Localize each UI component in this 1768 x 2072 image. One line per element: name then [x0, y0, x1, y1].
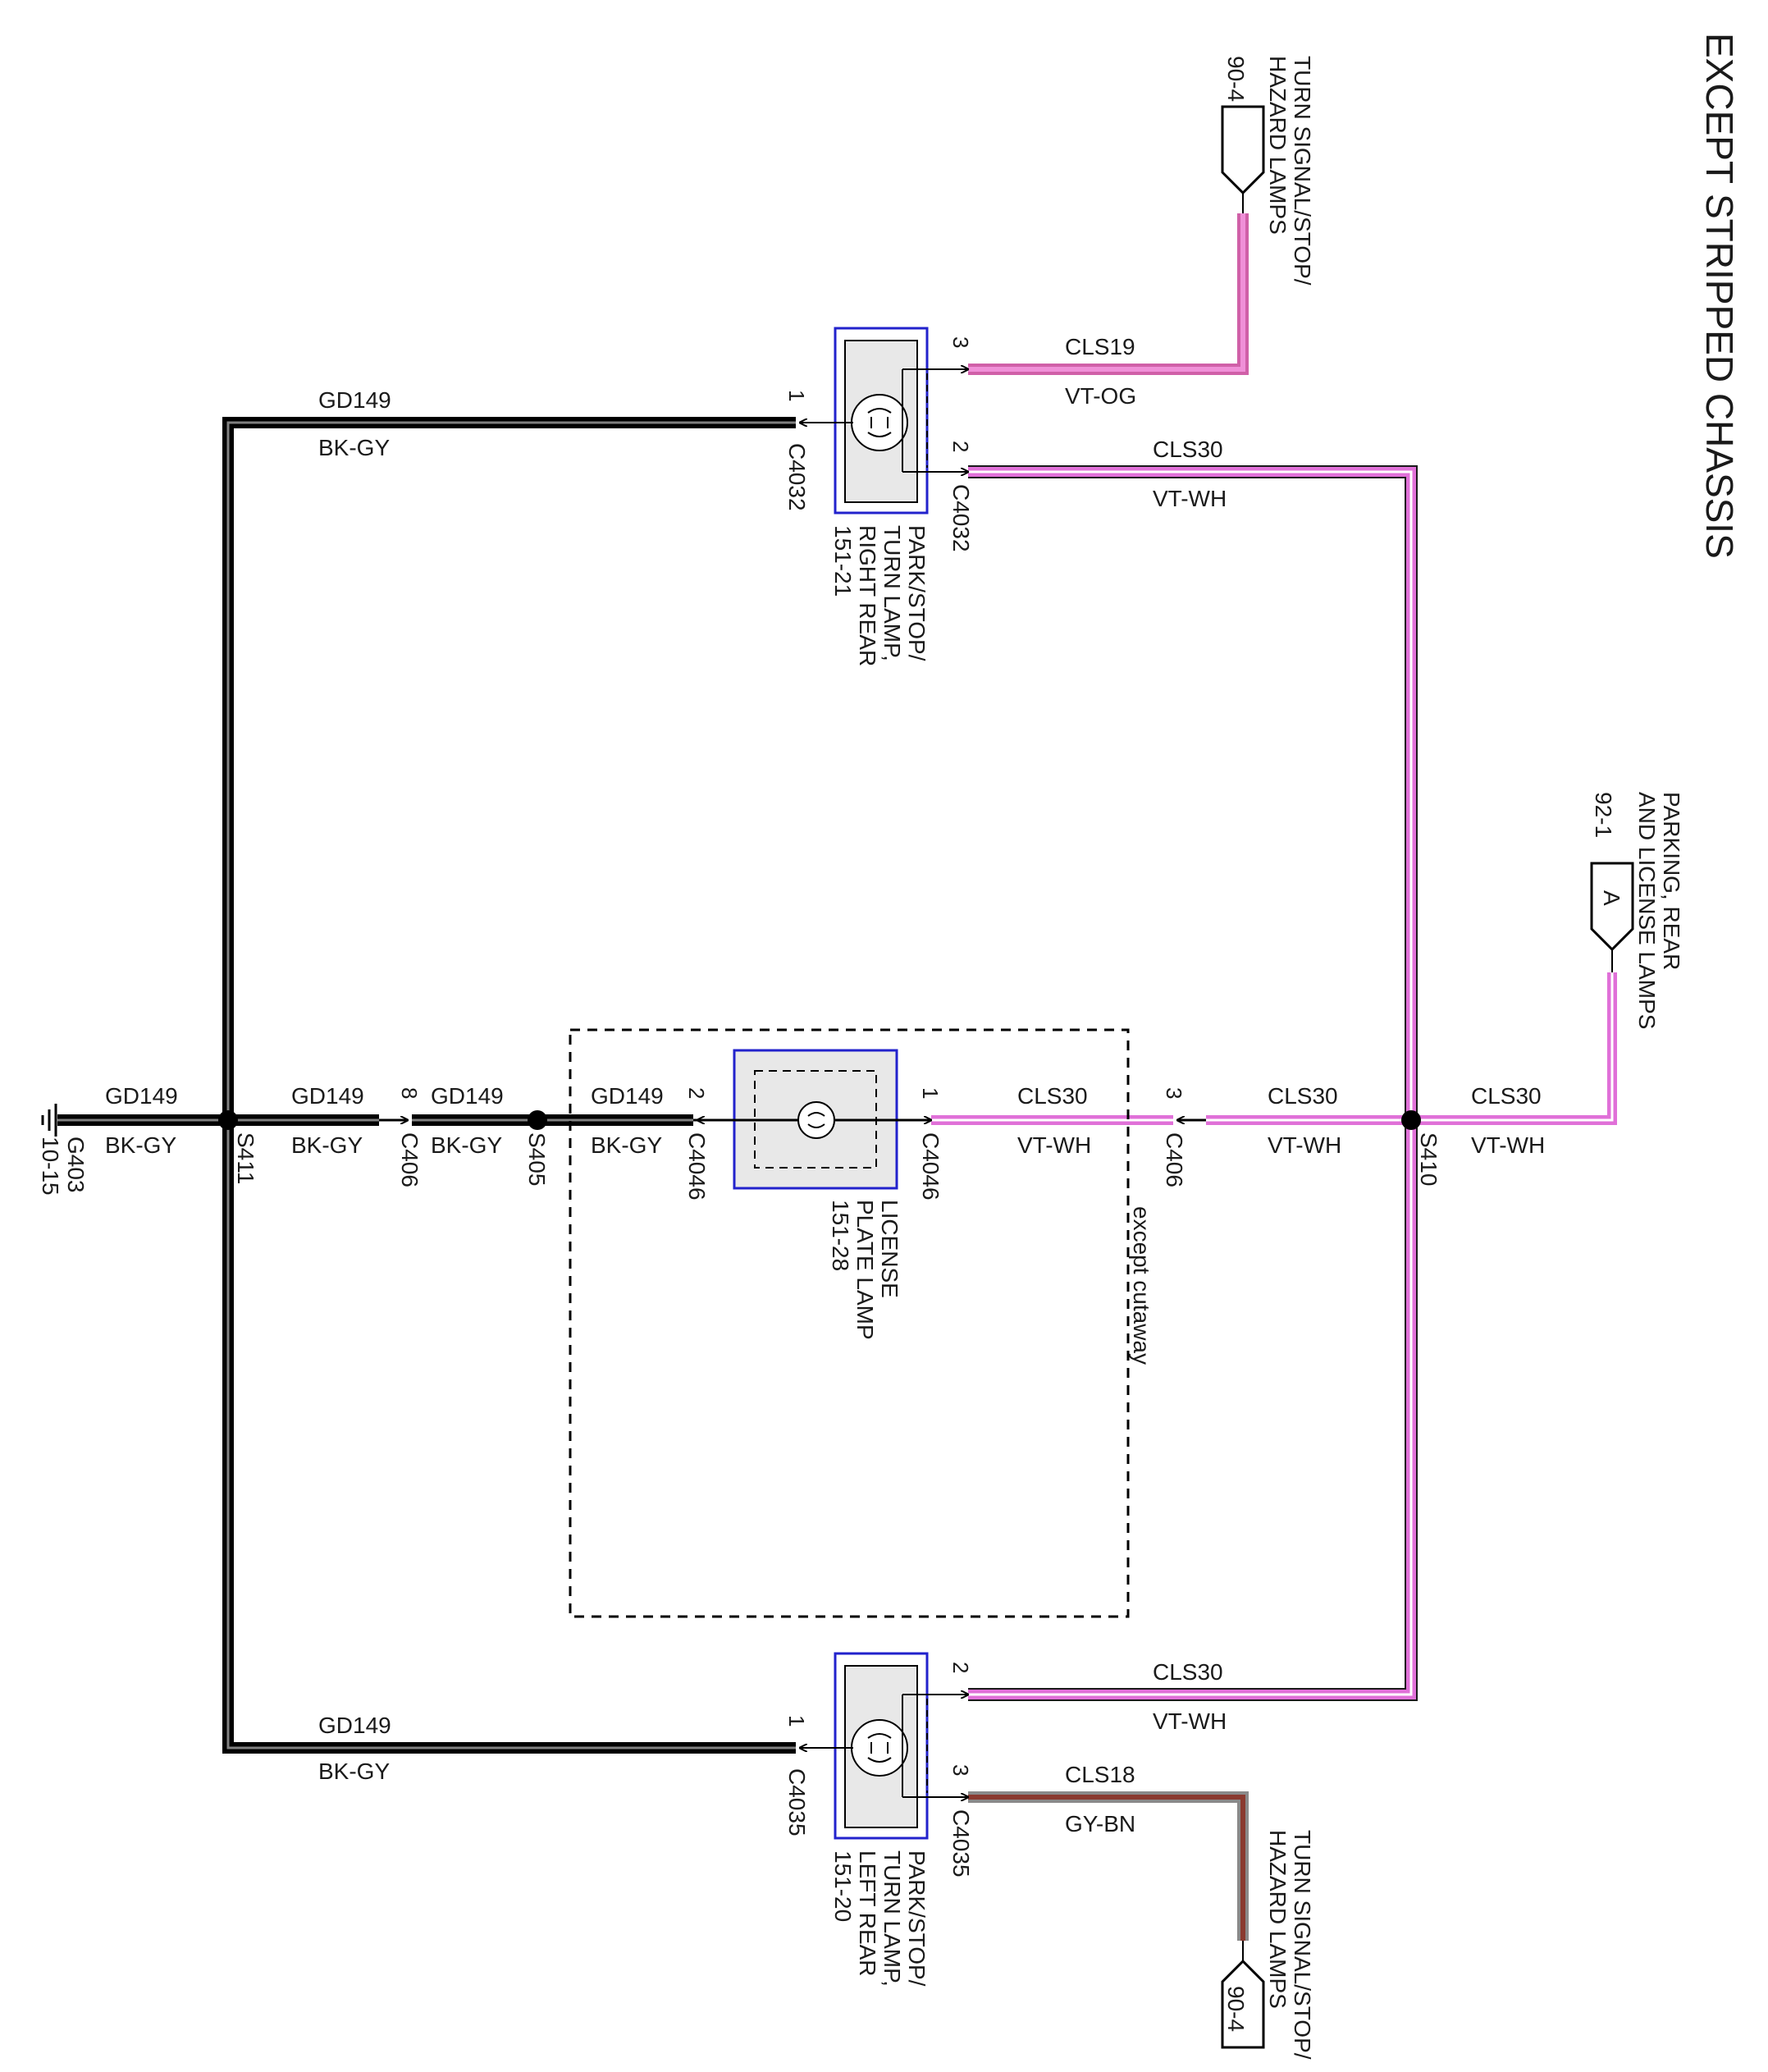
pin-rr-2: 2: [948, 441, 973, 452]
ground-symbol: [41, 1104, 57, 1137]
label-cls30-lr-color: VT-WH: [1153, 1708, 1227, 1734]
splice-s405: [528, 1110, 547, 1130]
label-cls30-c406-color: VT-WH: [1268, 1132, 1341, 1158]
label-c406-ground: C406: [397, 1132, 423, 1187]
ref-parking: [1590, 862, 1634, 972]
component-left-rear-lamp: [834, 1652, 952, 1840]
name-right-rear: PARK/STOP/TURN LAMP,RIGHT REAR: [855, 525, 930, 666]
label-gd149-c406-circuit: GD149: [431, 1083, 504, 1109]
label-gd149-lic-circuit: GD149: [591, 1083, 664, 1109]
label-gd149-lr-circuit: GD149: [318, 1713, 391, 1738]
label-gd149-s411-color: BK-GY: [291, 1132, 363, 1158]
wire-cls30-trunk: [968, 465, 1418, 1701]
name-ref-turn-bottom: TURN SIGNAL/STOP/HAZARD LAMPS: [1265, 1830, 1315, 2060]
page-ref-turn-bottom: 90-4: [1223, 1986, 1249, 2032]
page-ref-turn-top: 90-4: [1223, 56, 1249, 102]
component-right-rear-lamp: [834, 327, 952, 515]
wire-cls18: [968, 1791, 1249, 1941]
label-s405: S405: [524, 1132, 550, 1186]
diagram-title: EXCEPT STRIPPED CHASSIS: [1698, 33, 1741, 559]
name-license: LICENSEPLATE LAMP: [852, 1200, 902, 1340]
wire-gd149: [57, 417, 796, 1754]
label-cls30-lr-circuit: CLS30: [1153, 1659, 1223, 1685]
pin-lr-3: 3: [948, 1764, 973, 1776]
label-cls30-lic-circuit: CLS30: [1017, 1083, 1088, 1109]
name-left-rear: PARK/STOP/TURN LAMP,LEFT REAR: [855, 1850, 930, 1987]
page-license: 151-28: [828, 1200, 853, 1271]
label-s411: S411: [233, 1132, 258, 1184]
label-except-cutaway: except cutaway: [1129, 1206, 1154, 1365]
page-ref-parking: 92-1: [1591, 792, 1616, 838]
label-gd149-lr-color: BK-GY: [318, 1759, 390, 1784]
ref-turn-top: [1221, 105, 1265, 213]
name-ref-turn-top: TURN SIGNAL/STOP/HAZARD LAMPS: [1265, 56, 1315, 286]
label-cls30-park-circuit: CLS30: [1471, 1083, 1542, 1109]
page-right-rear: 151-21: [830, 525, 856, 597]
label-cls30-rr-color: VT-WH: [1153, 486, 1227, 511]
label-cls30-rr-circuit: CLS30: [1153, 437, 1223, 462]
label-c4046-ground: C4046: [684, 1132, 710, 1201]
svg-text:EXCEPT STRIPPED CHASSIS: EXCEPT STRIPPED CHASSIS: [1698, 33, 1741, 559]
label-cls30-park-color: VT-WH: [1471, 1132, 1545, 1158]
wire-cls19: [968, 213, 1249, 375]
pin-lic-2: 2: [684, 1087, 709, 1099]
label-c406-power: C406: [1162, 1132, 1187, 1187]
pin-rr-3: 3: [948, 336, 973, 348]
wire-cls30-parking: [1411, 972, 1617, 1125]
except-cutaway-box: [569, 1028, 1130, 1618]
label-gd149-g-circuit: GD149: [105, 1083, 178, 1109]
name-ref-parking: PARKING, REARAND LICENSE LAMPS: [1634, 792, 1684, 1029]
label-gd149-rr-circuit: GD149: [318, 387, 391, 413]
label-gd149-rr-color: BK-GY: [318, 435, 390, 460]
label-cls18-circuit: CLS18: [1065, 1762, 1135, 1787]
label-gd149-c406-color: BK-GY: [431, 1132, 502, 1158]
label-g403-page: 10-15: [38, 1137, 63, 1196]
pin-lr-1: 1: [784, 1715, 809, 1727]
label-gd149-g-color: BK-GY: [105, 1132, 176, 1158]
label-gd149-lic-color: BK-GY: [591, 1132, 662, 1158]
pin-rr-1: 1: [784, 390, 809, 401]
label-c4032-pin2: C4032: [948, 484, 974, 552]
label-s410: S410: [1416, 1132, 1441, 1186]
label-g403: G403: [63, 1137, 89, 1193]
label-cls30-lic-color: VT-WH: [1017, 1132, 1091, 1158]
splice-s411: [218, 1110, 238, 1130]
component-license-lamp: [693, 1049, 931, 1190]
label-cls30-c406-circuit: CLS30: [1268, 1083, 1338, 1109]
label-gd149-s411-circuit: GD149: [291, 1083, 364, 1109]
label-c4035-pin3: C4035: [948, 1809, 974, 1878]
pin-lic-1: 1: [918, 1087, 943, 1099]
pin-lr-2: 2: [948, 1662, 973, 1673]
ref-parking-pin: A: [1599, 890, 1624, 906]
label-c4035-pin1: C4035: [784, 1768, 810, 1836]
label-c4032-pin1: C4032: [784, 443, 810, 511]
label-cls18-color: GY-BN: [1065, 1811, 1135, 1836]
pin-c406-3: 3: [1162, 1087, 1186, 1099]
ref-turn-bottom: [1221, 1941, 1265, 2049]
pin-c406-8: 8: [397, 1087, 422, 1099]
page-left-rear: 151-20: [830, 1850, 856, 1922]
label-cls19-circuit: CLS19: [1065, 334, 1135, 359]
splice-s410: [1401, 1110, 1421, 1130]
label-cls19-color: VT-OG: [1065, 383, 1136, 409]
label-c4046-power: C4046: [918, 1132, 943, 1201]
